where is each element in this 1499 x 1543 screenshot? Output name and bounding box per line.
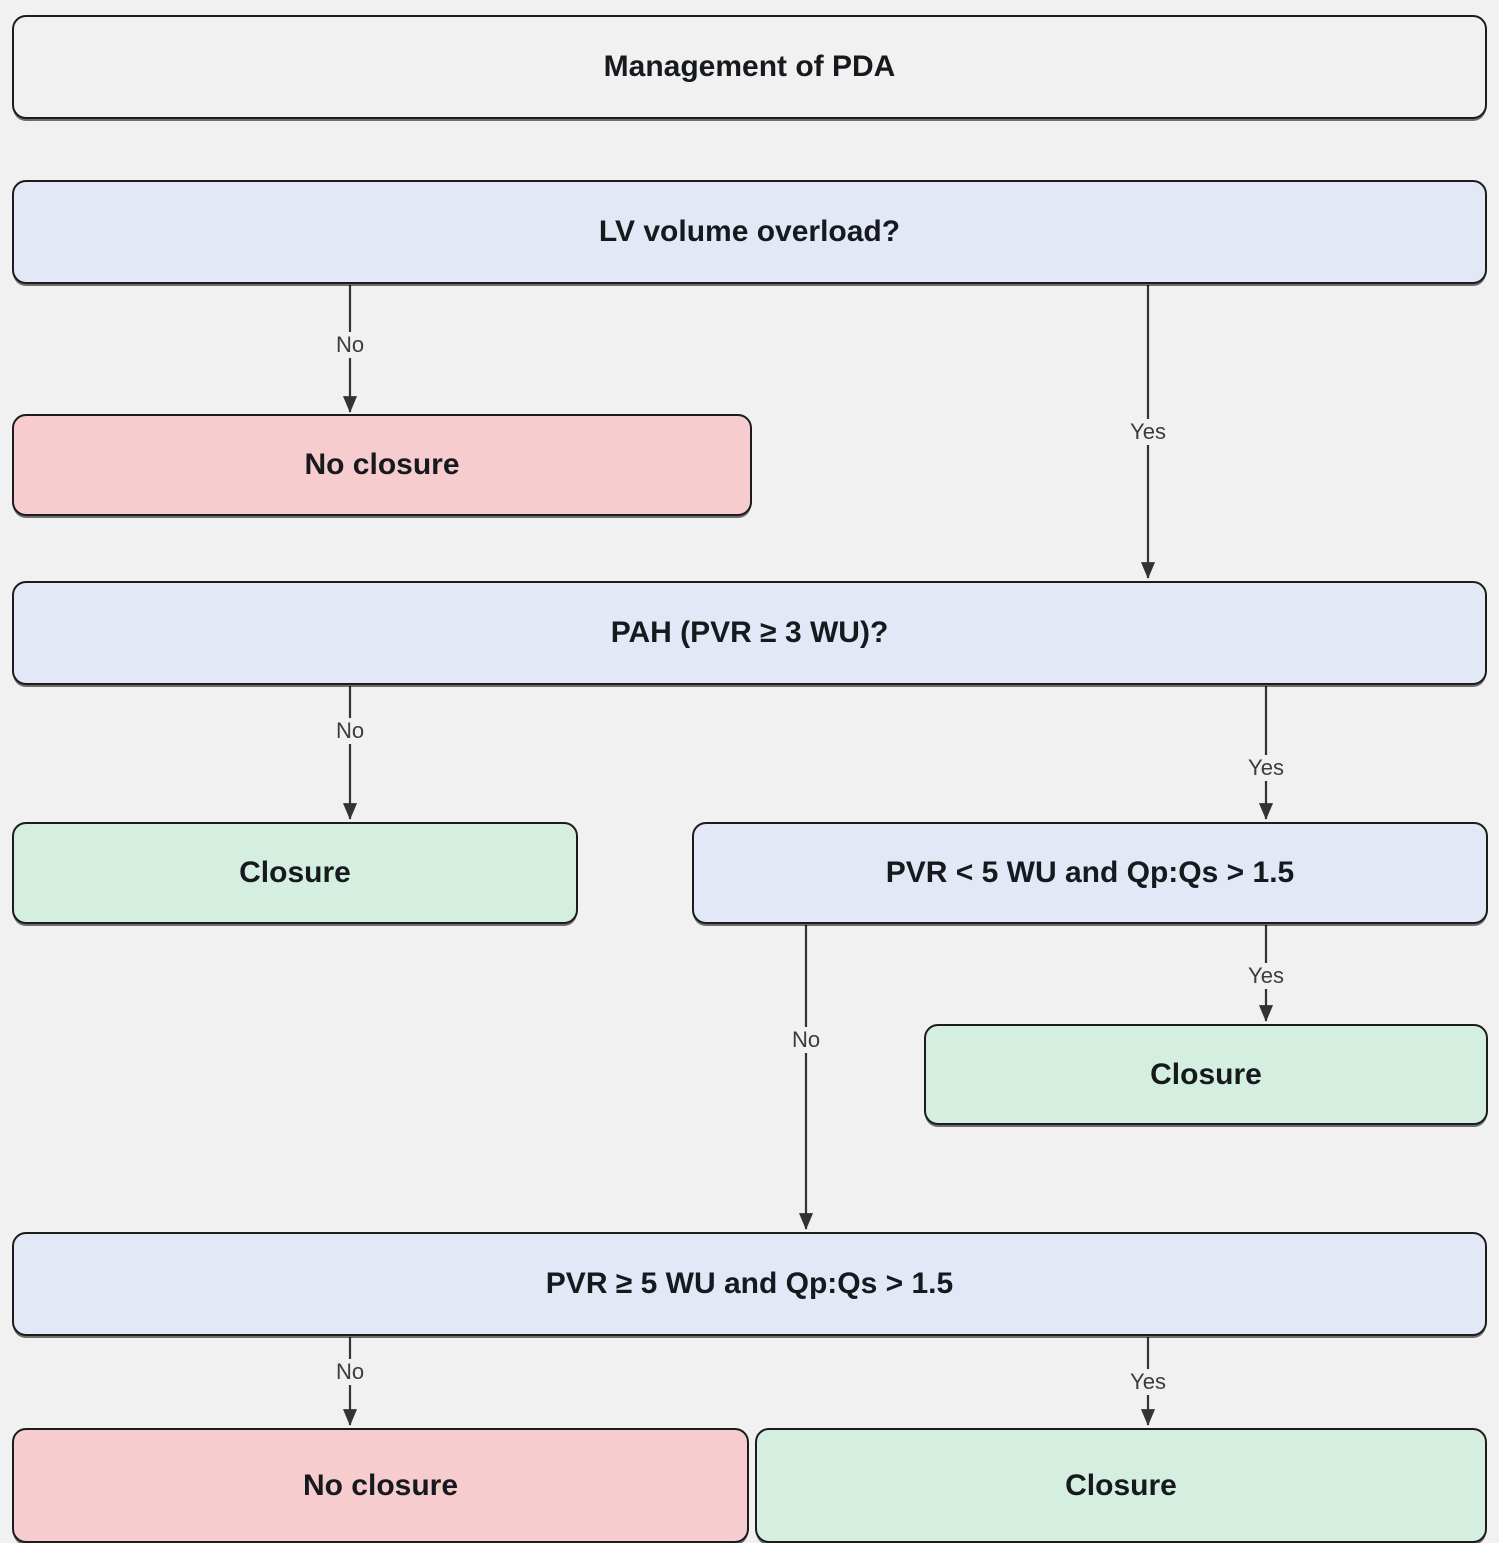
- flow-node-title[interactable]: Management of PDA: [12, 15, 1487, 119]
- flow-node-lv[interactable]: LV volume overload?: [12, 180, 1487, 284]
- flow-node-label: Management of PDA: [603, 50, 896, 83]
- flow-node-label: Closure: [239, 856, 351, 889]
- flow-edge-label-e5: Yes: [1244, 963, 1288, 989]
- flow-edge-label-e2: Yes: [1126, 419, 1170, 445]
- flow-node-closure3[interactable]: Closure: [755, 1428, 1487, 1543]
- flow-node-label: PVR ≥ 5 WU and Qp:Qs > 1.5: [545, 1267, 954, 1300]
- flow-node-label: LV volume overload?: [598, 215, 901, 248]
- flow-edge-label-e6: No: [787, 1027, 825, 1053]
- flow-node-noclose2[interactable]: No closure: [12, 1428, 749, 1543]
- flow-node-pvr5ge[interactable]: PVR ≥ 5 WU and Qp:Qs > 1.5: [12, 1232, 1487, 1336]
- flow-node-pah[interactable]: PAH (PVR ≥ 3 WU)?: [12, 581, 1487, 685]
- flow-node-closure1[interactable]: Closure: [12, 822, 578, 924]
- flow-node-pvr5lt[interactable]: PVR < 5 WU and Qp:Qs > 1.5: [692, 822, 1488, 924]
- flow-node-label: No closure: [304, 448, 460, 481]
- flow-edge-label-e3: No: [331, 718, 369, 744]
- flow-node-noclose1[interactable]: No closure: [12, 414, 752, 516]
- flow-node-label: PAH (PVR ≥ 3 WU)?: [610, 616, 889, 649]
- flow-edge-label-e8: Yes: [1126, 1369, 1170, 1395]
- flow-edge-label-e4: Yes: [1244, 755, 1288, 781]
- flow-node-label: PVR < 5 WU and Qp:Qs > 1.5: [885, 856, 1295, 889]
- flow-node-label: Closure: [1150, 1057, 1262, 1091]
- flow-node-closure2[interactable]: Closure: [924, 1024, 1488, 1125]
- flow-node-label: Closure: [1065, 1468, 1177, 1502]
- flow-node-label: No closure: [302, 1468, 459, 1502]
- flow-edge-label-e1: No: [331, 332, 369, 358]
- flow-edge-label-e7: No: [331, 1359, 369, 1385]
